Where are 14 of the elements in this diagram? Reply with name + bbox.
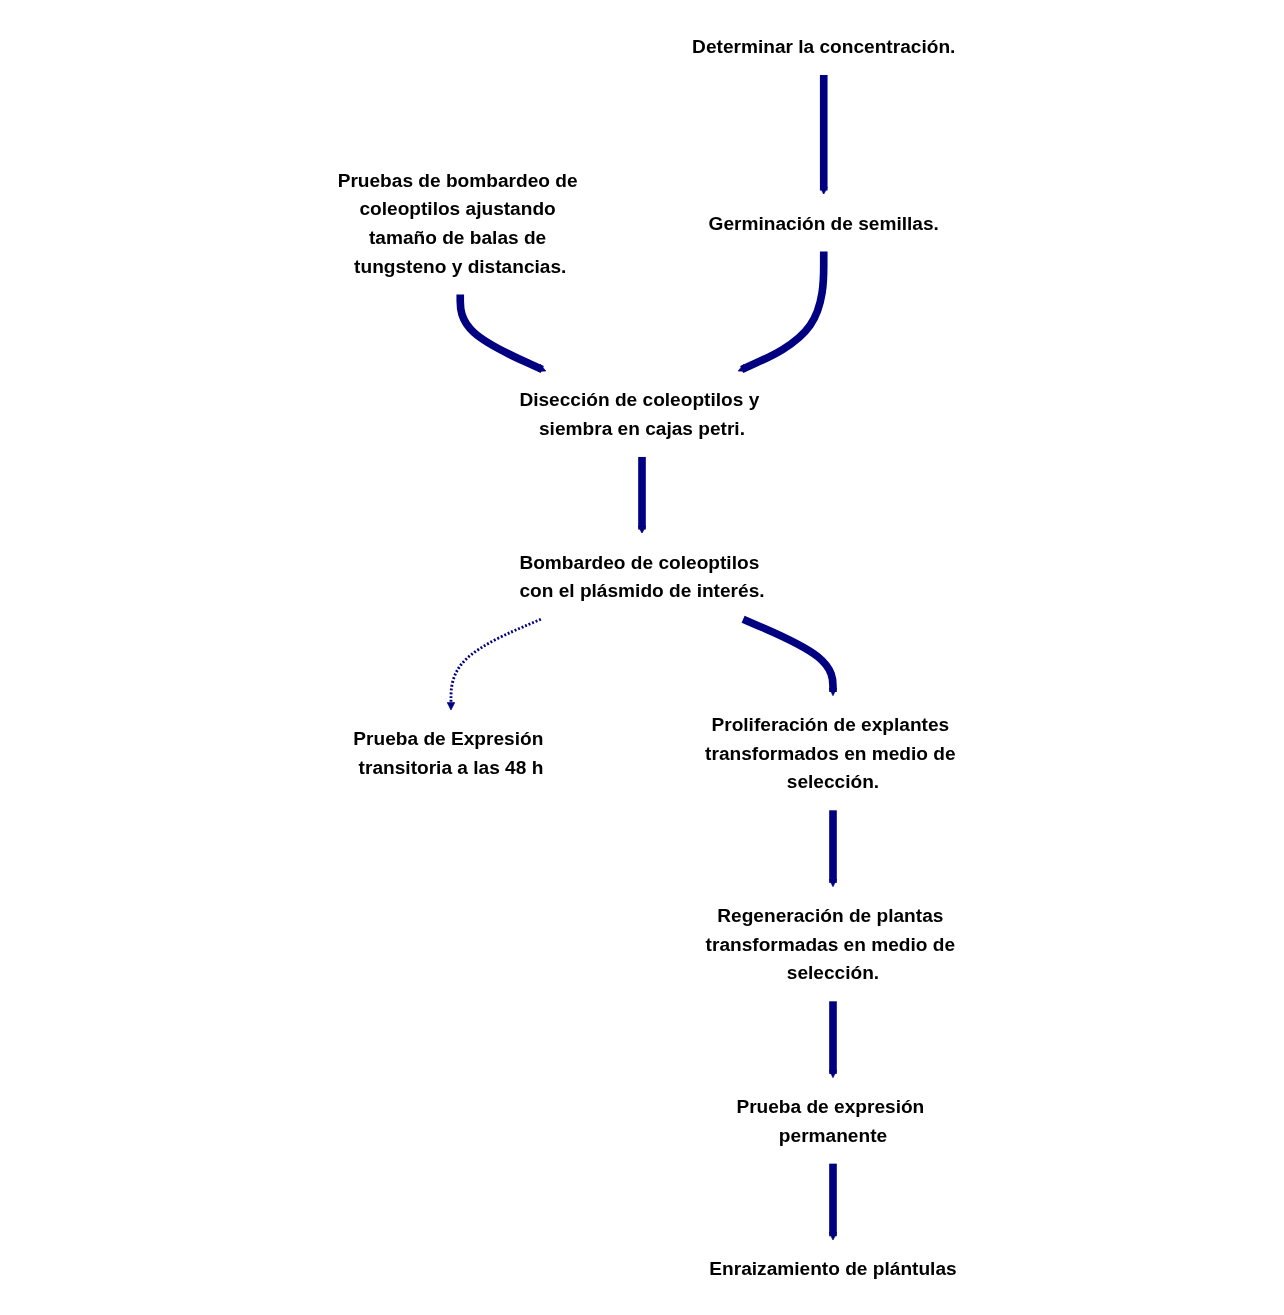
arrow	[637, 456, 647, 534]
node-text: Pruebas de bombardeo de coleoptilos ajustando tamaño de balas de tungsteno y distancias.	[337, 169, 578, 277]
node-text: Germinación de semillas.	[708, 212, 939, 234]
node-text: Enraizamiento de plántulas	[709, 1258, 957, 1280]
node-text: Disección de coleoptilos y siembra en cajas petri.	[519, 389, 760, 439]
arrow	[446, 618, 542, 711]
node-text: Regeneración de plantas transformadas en medio de selección.	[705, 904, 956, 984]
arrow	[819, 74, 828, 195]
node-text: Bombardeo de coleoptilos con el plásmido de interés.	[519, 551, 765, 602]
arrow	[741, 615, 838, 697]
node-text: Determinar la concentración.	[692, 35, 956, 57]
node-text: Prueba de expresión permanente	[736, 1095, 925, 1146]
node-text: Prueba de Expresión transitoria a las 48 h	[353, 728, 544, 778]
node-text: Proliferación de explantes transformados en medio de selección.	[705, 713, 956, 793]
